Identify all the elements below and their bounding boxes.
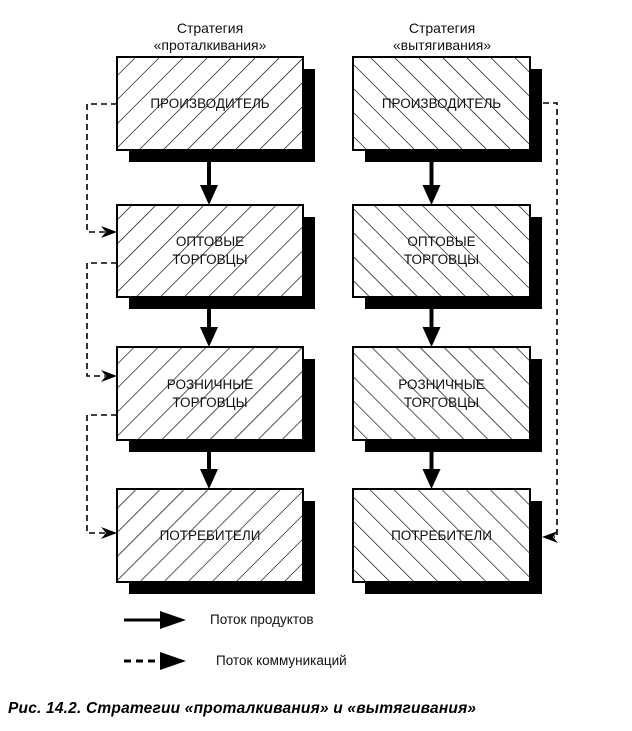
push-strategy-title: Стратегия «проталкивания»: [110, 20, 310, 54]
legend-product-flow-label: Поток продуктов: [210, 612, 314, 627]
push-box-retailers: [116, 346, 304, 441]
push-communication-flow-line: [86, 414, 117, 534]
push-communication-flow-line: [86, 262, 117, 377]
arrows: [86, 102, 558, 543]
pull-communication-flow-line: [543, 102, 558, 538]
push-product-flow-arrow-head: [200, 469, 218, 489]
boxes: [116, 56, 531, 583]
pull-product-flow-arrow-head: [422, 327, 441, 347]
pull-title-line2: «вытягивания»: [392, 37, 492, 53]
push-product-flow-arrow-head: [200, 327, 218, 347]
push-product-flow-arrow-head: [200, 185, 218, 205]
pull-box-consumers: [352, 488, 531, 583]
pull-product-flow-arrow-head: [422, 185, 441, 205]
pull-box-wholesalers: [352, 204, 531, 298]
pull-title-line1: Стратегия: [408, 20, 476, 36]
push-communication-flow-arrow-head: [101, 226, 117, 238]
legend: [124, 611, 186, 670]
legend-communication-flow-arrow-head: [160, 652, 186, 670]
push-title-line2: «проталкивания»: [153, 37, 267, 53]
push-box-producer: [116, 56, 304, 151]
figure-caption: Рис. 14.2. Стратегии «проталкивания» и «…: [8, 700, 477, 717]
push-communication-flow-line: [86, 103, 117, 233]
pull-box-producer: [352, 56, 531, 151]
pull-product-flow-arrow-head: [422, 469, 441, 489]
legend-communication-flow-label: Поток коммуникаций: [216, 653, 347, 668]
pull-box-retailers: [352, 346, 531, 441]
pull-communication-flow-arrow-head: [542, 531, 558, 543]
push-box-consumers: [116, 488, 304, 583]
push-communication-flow-arrow-head: [101, 370, 117, 382]
pull-strategy-title: Стратегия «вытягивания»: [342, 20, 542, 54]
push-title-line1: Стратегия: [176, 20, 244, 36]
push-communication-flow-arrow-head: [101, 527, 117, 539]
push-box-wholesalers: [116, 204, 304, 298]
legend-product-flow-arrow-head: [160, 611, 186, 629]
